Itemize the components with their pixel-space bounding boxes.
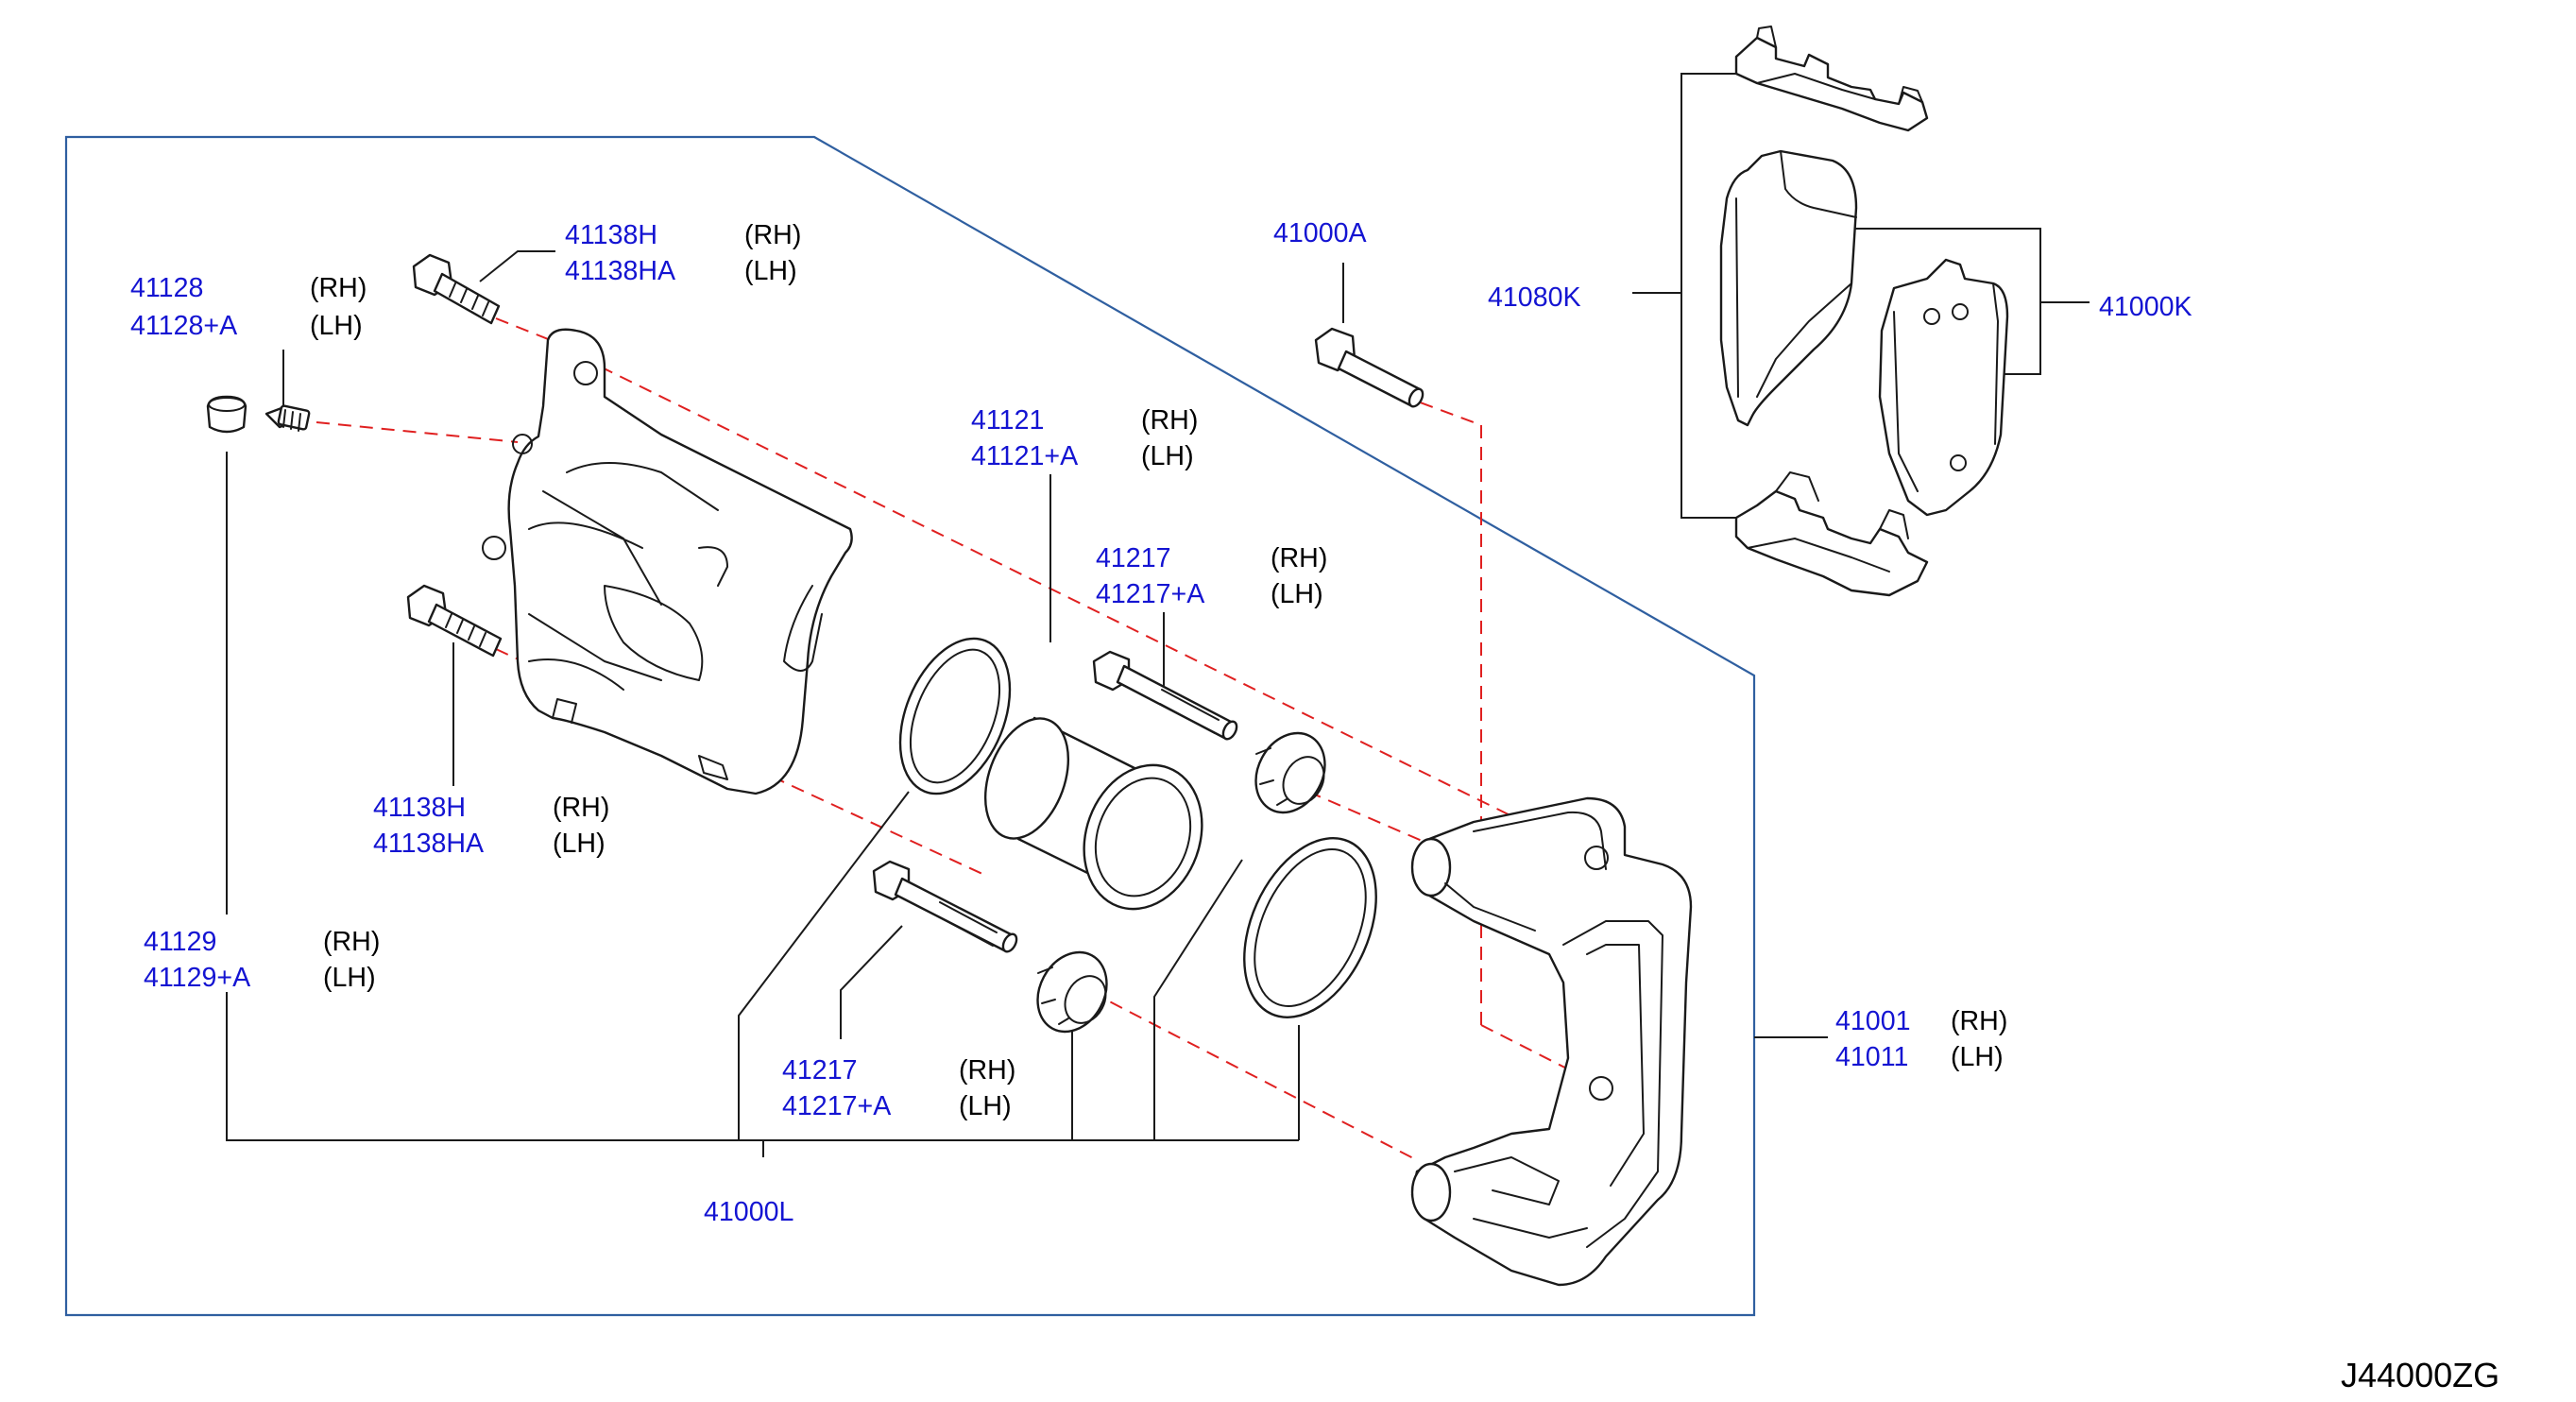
caliper-body — [482, 328, 853, 795]
label-41217a-upper: 41217+A — [1096, 579, 1205, 609]
label-41000k: 41000K — [2099, 292, 2192, 322]
lower-pad-clip — [1734, 471, 1929, 597]
assembly-frame — [64, 135, 1756, 1317]
side-lh-41011: (LH) — [1951, 1042, 2004, 1072]
side-rh-41138h-upper: (RH) — [744, 220, 801, 250]
caliper-piston — [983, 716, 1203, 911]
label-41000a: 41000A — [1273, 218, 1368, 248]
side-rh-41129: (RH) — [323, 927, 380, 957]
lower-caliper-bolt — [406, 584, 503, 658]
side-lh-41128a: (LH) — [310, 311, 363, 341]
inner-brake-pad — [1878, 258, 2009, 517]
side-rh-41217-upper: (RH) — [1271, 543, 1327, 573]
label-41080k: 41080K — [1488, 282, 1581, 313]
upper-guide-pin — [1092, 650, 1238, 741]
label-41129a: 41129+A — [144, 963, 251, 993]
label-41128: 41128 — [130, 273, 203, 303]
label-41121: 41121 — [971, 405, 1044, 436]
bleeder-cap — [206, 395, 247, 434]
side-lh-41129a: (LH) — [323, 963, 376, 993]
label-41000l: 41000L — [704, 1197, 793, 1227]
label-41011: 41011 — [1835, 1042, 1908, 1072]
label-41128a: 41128+A — [130, 311, 238, 341]
side-rh-41128: (RH) — [310, 273, 367, 303]
label-41217-lower: 41217 — [782, 1055, 858, 1086]
part-labels: 41138H (RH) 41138HA (LH) 41128 (RH) 4112… — [130, 218, 2499, 1394]
leader-lines — [226, 73, 2090, 1157]
label-41217-upper: 41217 — [1096, 543, 1171, 573]
lower-pin-boot — [1036, 950, 1108, 1034]
label-41138ha-lower: 41138HA — [373, 829, 485, 859]
side-rh-41001: (RH) — [1951, 1006, 2007, 1036]
upper-pad-clip — [1734, 26, 1929, 132]
lower-guide-pin — [872, 860, 1018, 953]
upper-caliper-bolt — [412, 253, 501, 325]
piston-dust-seal — [1243, 837, 1377, 1018]
side-lh-41138ha-upper: (LH) — [744, 256, 797, 286]
diagram-code: J44000ZG — [2341, 1356, 2499, 1394]
label-41138h-lower: 41138H — [373, 793, 466, 823]
side-lh-41217a-lower: (LH) — [959, 1091, 1012, 1121]
piston-seal-ring — [898, 637, 1012, 795]
side-rh-41121: (RH) — [1141, 405, 1198, 436]
label-41138h-upper: 41138H — [565, 220, 657, 250]
side-lh-41138ha-lower: (LH) — [553, 829, 606, 859]
side-lh-41217a-upper: (LH) — [1271, 579, 1323, 609]
label-41217a-lower: 41217+A — [782, 1091, 892, 1121]
outer-brake-pad — [1719, 149, 1858, 427]
label-41129: 41129 — [144, 927, 216, 957]
side-rh-41138h-lower: (RH) — [553, 793, 609, 823]
bleeder-screw — [264, 404, 311, 432]
upper-pin-boot — [1254, 731, 1326, 814]
label-41138ha-upper: 41138HA — [565, 256, 676, 286]
label-41001: 41001 — [1835, 1006, 1911, 1036]
side-rh-41217-lower: (RH) — [959, 1055, 1015, 1086]
torque-member-bolt — [1314, 327, 1424, 408]
caliper-support-bracket — [1410, 796, 1693, 1287]
label-41121a: 41121+A — [971, 441, 1079, 471]
side-lh-41121a: (LH) — [1141, 441, 1194, 471]
